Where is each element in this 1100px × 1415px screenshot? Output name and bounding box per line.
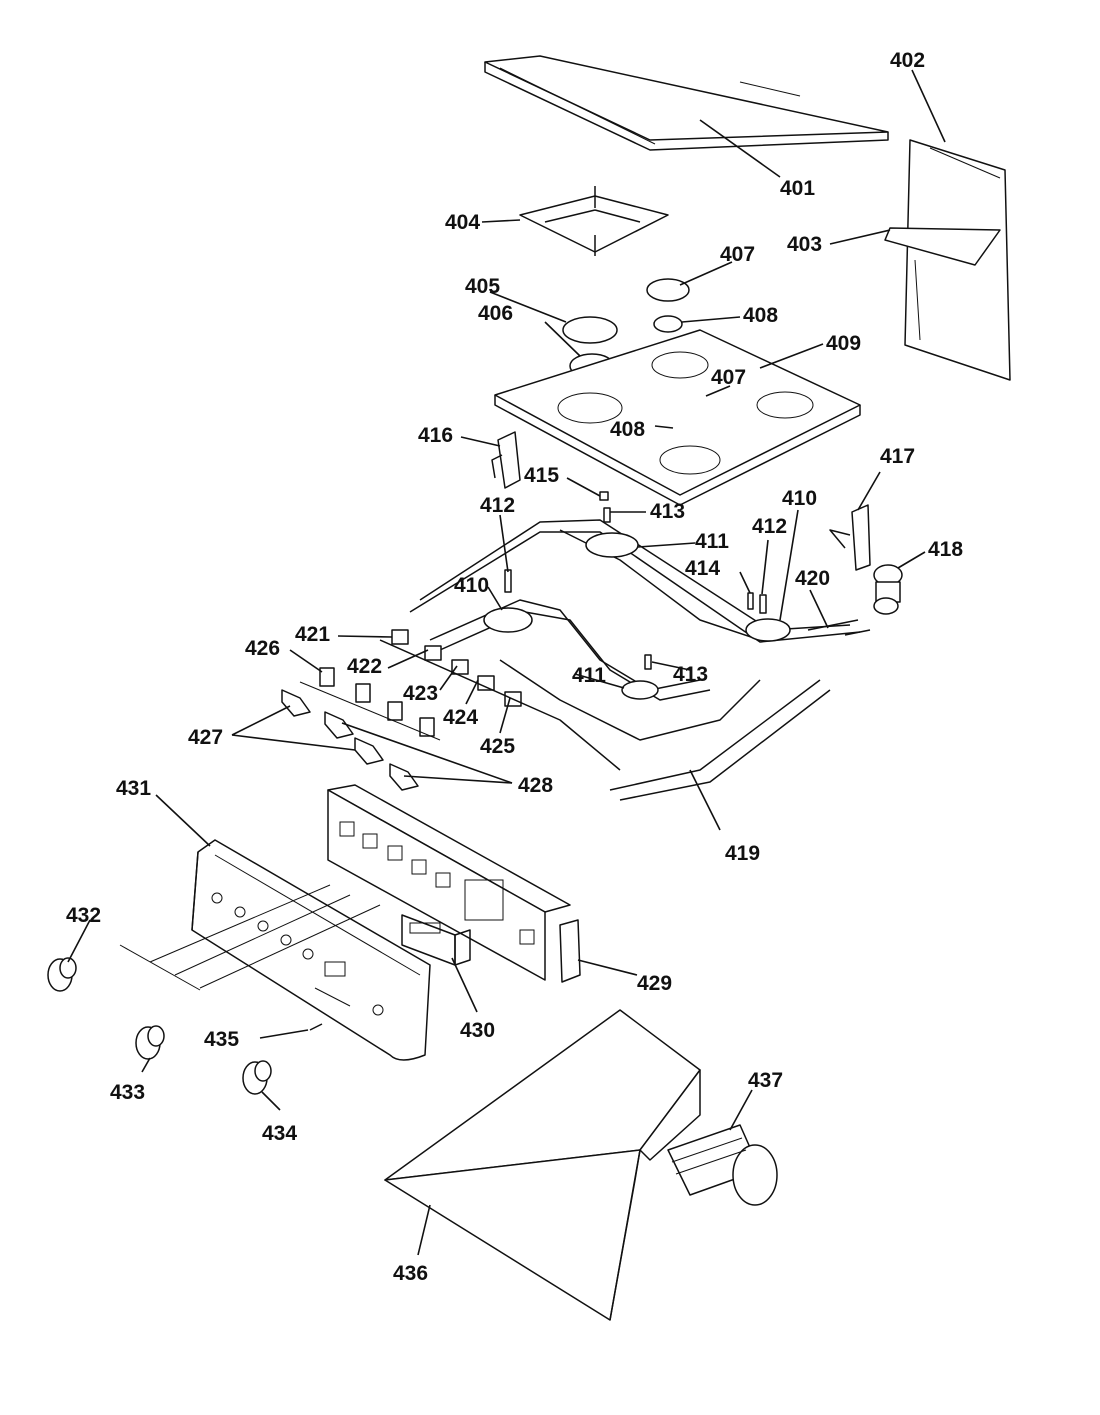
callout-labels: 401 402 403 404 405 406 407 407 408 408 … (66, 49, 963, 1285)
part-pin (309, 1023, 323, 1031)
callout-422: 422 (347, 655, 382, 678)
callout-408a: 408 (743, 304, 778, 327)
callout-401: 401 (780, 177, 815, 200)
part-grate (519, 186, 669, 256)
part-igniter-412a (504, 569, 512, 593)
callout-435: 435 (204, 1028, 239, 1051)
callout-421: 421 (295, 623, 330, 646)
callout-417: 417 (880, 445, 915, 468)
part-igniter-412b (759, 594, 767, 614)
part-bracket-right (829, 504, 871, 571)
leader-lines (67, 69, 946, 1256)
part-screw-415 (599, 491, 609, 501)
callout-407b: 407 (711, 366, 746, 389)
callout-432: 432 (66, 904, 101, 927)
callout-410b: 410 (782, 487, 817, 510)
callout-402: 402 (890, 49, 925, 72)
callout-434: 434 (262, 1122, 297, 1145)
callout-405: 405 (465, 275, 500, 298)
part-control-fascia (191, 839, 431, 1061)
callout-425: 425 (480, 735, 515, 758)
callout-412b: 412 (752, 515, 787, 538)
part-spacer-blocks (299, 667, 441, 741)
part-backsplash (884, 139, 1011, 381)
callout-424: 424 (443, 706, 478, 729)
callout-413a: 413 (650, 500, 685, 523)
part-burner-base-411a (585, 532, 639, 558)
part-burner-head-408a (653, 315, 683, 333)
part-regulator (873, 564, 903, 615)
callout-428: 428 (518, 774, 553, 797)
callout-404: 404 (445, 211, 480, 234)
callout-413b: 413 (673, 663, 708, 686)
callout-419: 419 (725, 842, 760, 865)
part-burner-base-410a (483, 607, 533, 633)
part-screw-414 (747, 592, 754, 610)
callout-430: 430 (460, 1019, 495, 1042)
part-cooktop (494, 329, 861, 506)
callout-437: 437 (748, 1069, 783, 1092)
callout-423: 423 (403, 682, 438, 705)
part-burner-cap-405 (562, 316, 618, 344)
part-bracket-left (491, 431, 521, 489)
callout-407a: 407 (720, 243, 755, 266)
callout-426: 426 (245, 637, 280, 660)
part-fan-motor (667, 1124, 778, 1206)
part-electrode-413b (644, 654, 652, 670)
callout-408b: 408 (610, 418, 645, 441)
part-electrode-413a (603, 507, 611, 523)
callout-406: 406 (478, 302, 513, 325)
callout-411a: 411 (695, 530, 729, 553)
part-gas-tubing (409, 519, 871, 801)
part-lid (484, 55, 889, 151)
callout-403: 403 (787, 233, 822, 256)
callout-433: 433 (110, 1081, 145, 1104)
callout-431: 431 (116, 777, 151, 800)
part-burner-base-411b (621, 680, 659, 700)
part-knob-432 (47, 957, 77, 992)
part-knob-434 (242, 1060, 272, 1095)
part-valve-clips (379, 629, 621, 771)
knob-guide-lines (119, 884, 381, 991)
callout-416: 416 (418, 424, 453, 447)
callout-415: 415 (524, 464, 559, 487)
part-bottom-shield (384, 1009, 701, 1321)
part-control-backplate (327, 784, 581, 983)
callout-436: 436 (393, 1262, 428, 1285)
callout-414: 414 (685, 557, 720, 580)
part-burner-base-410b (745, 618, 791, 642)
part-gas-valves (281, 689, 419, 791)
callout-420: 420 (795, 567, 830, 590)
callout-427: 427 (188, 726, 223, 749)
callout-412a: 412 (480, 494, 515, 517)
callout-429: 429 (637, 972, 672, 995)
part-burner-cap-407a (646, 278, 690, 302)
callout-409: 409 (826, 332, 861, 355)
callout-411b: 411 (572, 664, 606, 687)
callout-410a: 410 (454, 574, 489, 597)
part-knob-433 (135, 1025, 165, 1060)
callout-418: 418 (928, 538, 963, 561)
